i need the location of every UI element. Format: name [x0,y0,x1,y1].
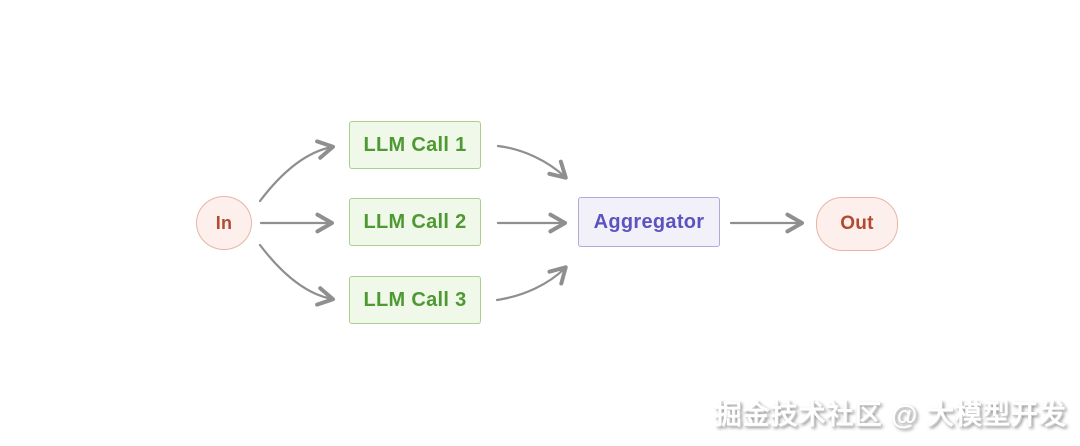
node-aggregator-label: Aggregator [593,210,705,233]
node-in-label: In [215,212,233,233]
arrow-in-to-llm-call-3 [258,243,336,307]
arrow-llm-call-1-to-aggregator [496,144,568,180]
node-llm-call-2: LLM Call 2 [349,198,481,246]
node-llm-call-1: LLM Call 1 [349,121,481,169]
arrow-in-to-llm-call-1 [258,139,336,203]
arrow-llm-call-3-to-aggregator [495,265,568,302]
node-aggregator: Aggregator [578,197,720,247]
node-out-label: Out [840,213,874,234]
node-llm-call-3: LLM Call 3 [349,276,481,324]
node-llm-call-2-label: LLM Call 2 [363,210,467,233]
node-in: In [196,196,252,250]
node-llm-call-3-label: LLM Call 3 [363,288,467,311]
node-out: Out [816,197,898,251]
node-llm-call-1-label: LLM Call 1 [363,133,467,156]
watermark-text: 掘金技术社区 @ 大模型开发 [714,400,1067,430]
